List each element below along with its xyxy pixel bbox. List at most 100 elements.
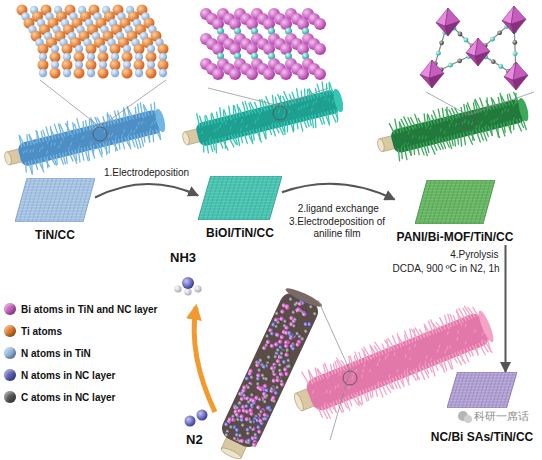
atom-sphere (273, 341, 279, 347)
atom-sphere (185, 416, 196, 427)
nanowire (371, 346, 377, 357)
legend-text: Bi atoms in TiN and NC layer (21, 304, 158, 315)
nanowire (403, 370, 406, 374)
nanowire (91, 145, 96, 155)
nanowire (108, 135, 111, 138)
nanowire (429, 127, 432, 130)
atom-sphere (303, 328, 309, 334)
stage-label: BiOI/TiN/CC (206, 226, 274, 241)
nanowire (245, 125, 248, 128)
atom-sphere (256, 424, 262, 430)
annotation-text: NH3 (170, 250, 196, 265)
nanowire (455, 352, 461, 365)
nanowire (25, 135, 29, 146)
nanowire (412, 145, 416, 154)
nanowire (430, 358, 433, 362)
atom-sphere (246, 68, 258, 80)
atom-sphere (255, 404, 261, 410)
nanowire (310, 108, 313, 111)
atom-sphere (274, 331, 280, 337)
atom-sphere (296, 306, 302, 312)
atom-sphere (275, 347, 281, 353)
atom-sphere (269, 330, 275, 336)
nanowire (351, 376, 354, 380)
cloth-tile-figure (198, 176, 282, 220)
atom-sphere (174, 285, 181, 292)
nanowire (492, 99, 497, 109)
nanowire (117, 139, 121, 149)
nanowire (39, 148, 42, 151)
nanowire (474, 345, 480, 355)
nanowire (237, 134, 241, 146)
atom-sphere (262, 398, 268, 404)
atom-sphere (246, 383, 252, 389)
nanowire (306, 103, 309, 106)
nanowire (414, 369, 421, 380)
nanowire (349, 356, 354, 366)
nanowire (470, 347, 474, 356)
fiber-tip (517, 97, 531, 122)
atom-sphere (297, 68, 309, 80)
nanowire (451, 136, 454, 145)
cloth-weave (479, 180, 491, 224)
nanowire (443, 131, 446, 134)
zoom-line (330, 371, 350, 440)
nanowire (417, 144, 420, 154)
nanowire (396, 369, 399, 373)
atom-sphere (257, 367, 263, 373)
stage-label: NC/Bi SAs/TiN/CC (431, 430, 533, 445)
atom-sphere (279, 334, 285, 340)
atom-sphere (448, 63, 453, 68)
atom-sphere (266, 404, 272, 410)
nanowire (60, 124, 65, 137)
atom-sphere (239, 396, 245, 402)
nanowire (115, 135, 118, 138)
nanowire (320, 94, 323, 97)
nanowire (97, 144, 102, 157)
nanowire (202, 122, 205, 125)
nanowire (140, 134, 143, 147)
nanowire (388, 374, 391, 378)
atom-sphere (255, 362, 261, 368)
nanowire (71, 134, 74, 137)
nanowire (43, 130, 46, 141)
nanowire (425, 136, 428, 139)
nanowire (404, 116, 410, 130)
atom-sphere (194, 285, 201, 292)
nanowire (127, 134, 130, 137)
atom-sphere (234, 427, 240, 433)
nanowire (418, 363, 421, 367)
nanowire (250, 131, 254, 144)
nanowire (216, 112, 219, 122)
nanowire (317, 93, 320, 96)
nanowire (405, 331, 410, 343)
nanowire (481, 339, 484, 343)
nanowire (29, 134, 34, 144)
legend-row: N atoms in TiN (4, 342, 158, 364)
nanowire (302, 371, 309, 384)
nanowire (485, 127, 488, 136)
fiber-body (390, 98, 527, 154)
nanowire (151, 122, 154, 125)
nanowire (411, 117, 416, 129)
atom-sphere (98, 68, 109, 79)
nanowire (425, 355, 428, 359)
nanowire (275, 97, 278, 107)
cloth-tile (198, 176, 282, 220)
nanowire (82, 136, 85, 139)
cloth-tile-figure (447, 372, 517, 408)
nanowire (512, 117, 515, 120)
nanowire (225, 121, 228, 124)
nanowire (364, 346, 371, 359)
atom-sphere (240, 422, 246, 428)
nanowire (425, 365, 429, 374)
nanowire (141, 121, 144, 124)
nanowire (424, 361, 427, 365)
nanowire (317, 84, 321, 97)
atom-sphere (250, 392, 256, 398)
nanowire (334, 386, 337, 390)
nanowire (339, 372, 342, 376)
atom-sphere (283, 343, 289, 349)
atom-sphere (122, 68, 133, 79)
atom-sphere (491, 59, 496, 64)
